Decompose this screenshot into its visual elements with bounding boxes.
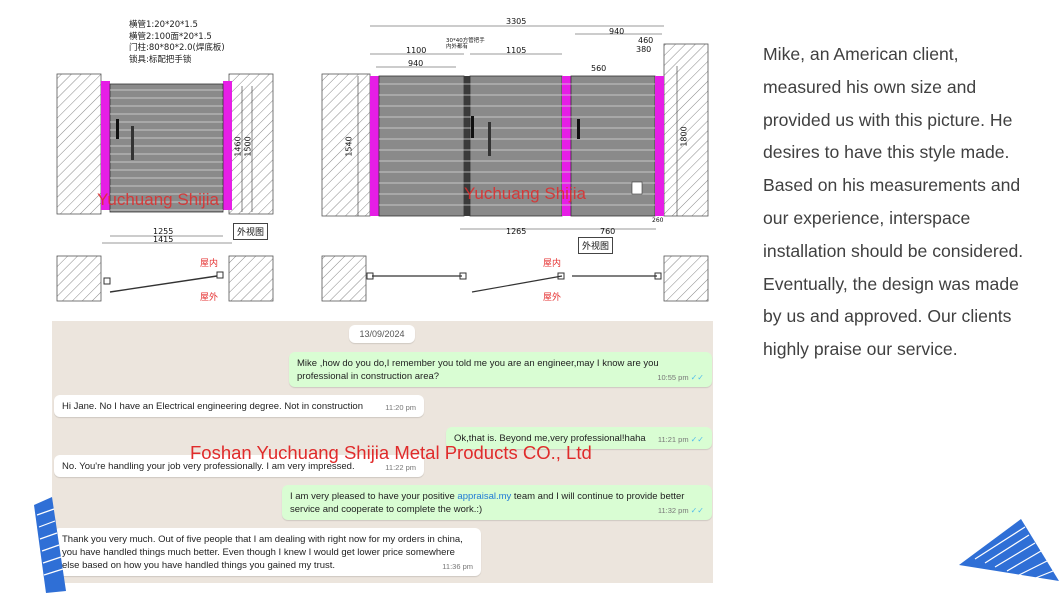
dim-label: 1255 — [153, 227, 174, 236]
left-gate-elevation — [56, 73, 274, 244]
watermark-text: Yuchuang Shijia — [464, 184, 586, 203]
decor-stripes-icon — [34, 497, 66, 593]
read-ticks-icon: ✓✓ — [690, 435, 704, 444]
message-time: 10:55 pm✓✓ — [657, 373, 704, 382]
chat-message-outgoing: Mike ,how do you do,I remember you told … — [289, 352, 712, 387]
gate-drawing-panel: 横管1:20*20*1.5 横管2:100面*20*1.5 门柱:80*80*2… — [52, 14, 712, 306]
note-line: 锁具:标配把手锁 — [129, 54, 192, 65]
dim-label: 1100 — [406, 46, 427, 55]
chat-date-badge: 13/09/2024 — [349, 325, 415, 343]
dim-label: 940 — [408, 59, 424, 68]
chat-screenshot: 13/09/2024 Mike ,how do you do,I remembe… — [52, 321, 713, 583]
dim-label: 460 — [638, 36, 654, 45]
message-link[interactable]: appraisal.my — [457, 491, 512, 502]
message-time: 11:21 pm✓✓ — [657, 435, 704, 444]
dim-label: 1540 — [344, 136, 354, 157]
read-ticks-icon: ✓✓ — [690, 506, 704, 515]
dim-label: 260 — [652, 217, 664, 224]
note-line: 横管1:20*20*1.5 — [129, 20, 198, 30]
dim-label: 1415 — [153, 235, 174, 244]
message-text: team and I will continue to provide bett… — [290, 491, 685, 515]
dim-label: 1265 — [506, 227, 527, 236]
dim-label: 1460 — [233, 136, 243, 157]
note-line: 横管2:100面*20*1.5 — [129, 31, 212, 42]
dim-label: 3305 — [506, 17, 527, 26]
dim-label: 380 — [636, 45, 652, 54]
dim-note: 30*40方管把手 内外都有 — [446, 38, 485, 50]
decor-triangle-icon — [959, 519, 1059, 581]
dim-label: 940 — [609, 27, 625, 36]
chat-message-outgoing: I am very pleased to have your positive … — [282, 485, 712, 520]
message-text: Thank you very much. Out of five people … — [62, 534, 463, 571]
dim-label: 1105 — [506, 46, 527, 55]
chat-message-incoming: Thank you very much. Out of five people … — [54, 528, 481, 576]
message-time: 11:36 pm — [442, 562, 473, 571]
right-gate-elevation — [321, 25, 709, 230]
chat-message-outgoing: Ok,that is. Beyond me,very professional!… — [446, 427, 712, 449]
message-time: 11:32 pm✓✓ — [657, 506, 704, 515]
message-time: 11:22 pm — [385, 463, 416, 472]
message-text: Mike ,how do you do,I remember you told … — [297, 358, 659, 382]
chat-message-incoming: No. You're handling your job very profes… — [54, 455, 424, 477]
inside-label: 屋内 — [543, 259, 562, 269]
view-label-right: 外视图 — [578, 237, 614, 254]
read-ticks-icon: ✓✓ — [690, 373, 704, 382]
description-text: Mike, an American client, measured his o… — [763, 44, 1024, 360]
dim-label: 760 — [600, 227, 616, 236]
message-time: 11:20 pm — [385, 403, 416, 412]
message-text: Hi Jane. No I have an Electrical enginee… — [62, 401, 364, 412]
note-line: 门柱:80*80*2.0(焊底板) — [129, 43, 225, 53]
view-label-left: 外视图 — [233, 223, 269, 240]
dim-label: 1800 — [679, 126, 689, 147]
gate-drawing-svg — [56, 25, 709, 302]
message-text: No. You're handling your job very profes… — [62, 461, 355, 472]
outside-label: 屋外 — [543, 293, 562, 303]
material-notes: 横管1:20*20*1.5 横管2:100面*20*1.5 门柱:80*80*2… — [129, 20, 225, 66]
company-watermark: Foshan Yuchuang Shijia Metal Products CO… — [190, 442, 592, 463]
message-text: I am very pleased to have your positive — [290, 491, 458, 502]
inside-label: 屋内 — [200, 259, 219, 269]
plan-views — [56, 255, 709, 302]
chat-message-incoming: Hi Jane. No I have an Electrical enginee… — [54, 395, 424, 417]
watermark-text: Yuchuang Shijia — [97, 190, 219, 209]
message-text: Ok,that is. Beyond me,very professional!… — [454, 433, 646, 444]
outside-label: 屋外 — [200, 293, 219, 303]
dim-label: 1500 — [243, 136, 253, 157]
dim-label: 560 — [591, 64, 607, 73]
